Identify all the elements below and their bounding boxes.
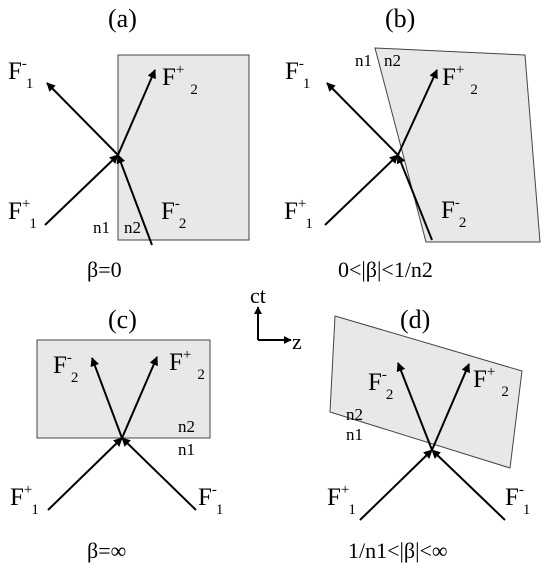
panel-b-material-n1: n1	[355, 51, 372, 70]
panel-d-field-f1-plus: F+1	[327, 482, 356, 518]
panel-a-field-f2-plus: F+2	[162, 62, 198, 98]
panel-a-medium-n2	[117, 54, 250, 241]
panel-c: (c) F-2 F+2 F+1 F-1 n2 n1 β=∞	[10, 305, 223, 563]
panel-d-ray-f2-minus	[396, 362, 433, 451]
panel-d: (d) F-2 F+2 F+1 F-1 n2 n1 1/n1<|β|<∞	[327, 305, 530, 563]
panel-d-label: (d)	[400, 305, 430, 334]
panel-c-label: (c)	[108, 305, 137, 334]
panel-c-field-f1-plus: F+1	[10, 482, 39, 518]
panel-a-material-n2: n2	[124, 218, 141, 237]
panel-a-label: (a)	[108, 4, 137, 33]
panel-d-ray-f1-minus	[431, 449, 506, 521]
axes-indicator: ct z	[250, 283, 302, 354]
panel-d-caption: 1/n1<|β|<∞	[348, 538, 448, 563]
panel-d-ray-f1-plus	[359, 449, 433, 521]
panel-d-material-n2: n2	[346, 405, 363, 424]
panel-c-medium-n2	[36, 339, 211, 439]
panel-a-material-n1: n1	[93, 218, 110, 237]
panel-a-field-f1-minus: F-1	[8, 56, 33, 92]
panel-b-medium-n2	[374, 47, 541, 243]
panel-c-caption: β=∞	[87, 538, 126, 563]
panel-c-material-n1: n1	[178, 440, 195, 459]
panel-a-field-f1-plus: F+1	[8, 196, 37, 232]
panel-a-ray-f1-minus	[46, 82, 119, 156]
panel-b-field-f2-plus: F+2	[442, 62, 478, 98]
panel-a-ray-f2-plus	[117, 69, 156, 156]
panel-a-field-f2-minus: F-2	[161, 196, 186, 232]
panel-b-field-f2-minus: F-2	[441, 195, 466, 231]
panel-b-material-n2: n2	[384, 51, 401, 70]
panel-d-medium-n2	[329, 315, 523, 469]
panel-b-field-f1-minus: F-1	[285, 56, 310, 92]
panel-d-material-n1: n1	[346, 425, 363, 444]
panel-b-ray-f2-minus	[396, 154, 433, 241]
panel-d-ray-f2-plus	[431, 363, 470, 451]
panel-c-field-f2-plus: F+2	[169, 347, 205, 383]
panel-c-ray-f1-plus	[47, 437, 123, 511]
panel-d-field-f1-minus: F-1	[505, 482, 530, 518]
panel-c-field-f2-minus: F-2	[53, 350, 78, 386]
z-axis-label: z	[292, 329, 302, 354]
ct-axis-label: ct	[250, 283, 266, 308]
panel-b-ray-f1-minus	[326, 82, 399, 156]
panel-d-field-f2-minus: F-2	[368, 367, 393, 403]
panel-b-ray-f1-plus	[324, 154, 399, 226]
panel-c-field-f1-minus: F-1	[198, 482, 223, 518]
panel-b-caption: 0<|β|<1/n2	[338, 257, 433, 282]
panel-c-ray-f2-plus	[121, 356, 158, 439]
panel-b-label: (b)	[385, 4, 415, 33]
panel-d-field-f2-plus: F+2	[473, 364, 509, 400]
panel-b: (b) F-1 F+2 F+1 F-2 n1 n2 0<|β|<1/n2	[284, 4, 541, 282]
panel-a-caption: β=0	[87, 257, 122, 282]
panel-c-ray-f2-minus	[90, 357, 123, 439]
panel-a: (a) F-1 F+2 F+1 F-2 n1 n2 β=0	[8, 4, 250, 282]
panel-a-ray-f2-minus	[116, 154, 153, 246]
panel-c-material-n2: n2	[178, 417, 195, 436]
panel-a-ray-f1-plus	[44, 154, 119, 226]
panel-c-ray-f1-minus	[121, 437, 197, 511]
panel-b-ray-f2-plus	[397, 69, 438, 156]
panel-b-field-f1-plus: F+1	[284, 196, 313, 232]
